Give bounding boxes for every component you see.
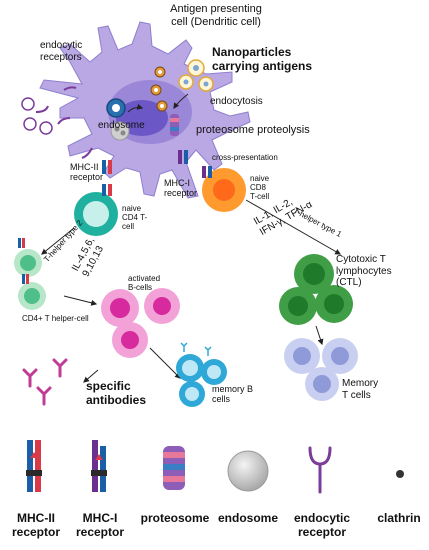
endosome-icon	[227, 450, 269, 492]
memory-b-cells	[176, 342, 227, 407]
legend-item-endocytic-receptor: endocytic receptor	[292, 511, 352, 540]
endocytic-receptor-icon	[308, 446, 332, 494]
endocytic-receptors	[57, 86, 93, 159]
naive-cd4-label-line1: naive	[122, 204, 142, 213]
mhc1-receptor-label-line2: receptor	[164, 188, 198, 199]
legend-item-clathrin: clathrin	[372, 511, 426, 526]
proteosome-proteolysis-label: proteosome proteolysis	[196, 124, 310, 136]
ctl-label: Cytotoxic T lymphocytes (CTL)	[336, 254, 392, 289]
memory-b-label-line1: memory B	[212, 384, 254, 394]
legend-item-mhc2: MHC-II receptor	[6, 511, 66, 540]
proteosome-cell	[110, 121, 130, 141]
nanoparticles-label: Nanoparticles carrying antigens	[212, 45, 313, 74]
mhc1-receptor-icon	[91, 440, 107, 492]
mhc1-receptor-label: MHC-I receptor	[164, 178, 197, 199]
bcell-activation-arrow	[63, 295, 98, 306]
apc-label: Antigen presenting cell (Dendritic cell)	[146, 3, 286, 28]
activated-b-cells	[101, 288, 180, 358]
legend-item-mhc1: MHC-I receptor	[70, 511, 130, 540]
naive-cd4-label-line3: cell	[122, 222, 135, 232]
endosome-label: endosome	[98, 120, 145, 131]
legend-proteosome-line1: proteosome	[140, 511, 210, 525]
memory-t-label-line1: Memory	[342, 378, 379, 389]
specific-antibodies-label: specific antibodies	[86, 379, 147, 408]
proteosome-in-cell	[170, 114, 179, 136]
activated-bcells-label: activated B-cells	[128, 274, 160, 292]
nanoparticles-label-line1: Nanoparticles	[212, 45, 292, 59]
ctl-label-line3: (CTL)	[336, 277, 362, 288]
specific-antibodies-label-line1: specific	[86, 379, 131, 393]
naive-cd8-label: naive CD8 T-cell	[250, 174, 269, 202]
naive-cd4-t-cell	[74, 184, 118, 236]
th2-cells	[14, 238, 46, 310]
legend-endosome-line1: endosome	[218, 511, 279, 525]
mhc2-receptor-label: MHC-II receptor	[70, 162, 103, 183]
nanoparticles	[21, 59, 214, 135]
memory-b-label-line2: cells	[212, 394, 231, 405]
legend-mhc1-line1: MHC-I	[82, 511, 118, 525]
apc-label-line1: Antigen presenting	[170, 3, 262, 15]
cross-presentation-label: cross-presentation	[212, 153, 278, 162]
specific-antibodies-label-line2: antibodies	[86, 392, 147, 407]
endocytosis-label: endocytosis	[210, 96, 263, 107]
mhc1-on-dc	[178, 150, 188, 164]
legend-item-endosome: endosome	[218, 511, 279, 526]
mhc1-receptor-label-line1: MHC-I	[164, 178, 190, 188]
naive-cd8-label-line3: T-cell	[250, 192, 270, 202]
activated-bcells-label-line1: activated	[128, 274, 161, 283]
th1-arrow	[245, 199, 342, 255]
legend-mhc2-line1: MHC-II	[17, 511, 55, 525]
activated-bcells-label-line2: B-cells	[128, 283, 153, 293]
legend-item-proteosome: proteosome	[140, 511, 210, 526]
th2-arrow	[41, 227, 75, 255]
endocytic-receptors-label: endocytic receptors	[40, 40, 82, 63]
apc-label-line2: cell (Dendritic cell)	[171, 15, 261, 28]
naive-cd8-label-line1: naive	[250, 174, 270, 183]
endosome-cell	[106, 98, 126, 118]
antibodies	[22, 358, 68, 406]
memory-b-arrow	[149, 347, 181, 379]
clathrin-icon	[396, 470, 404, 478]
legend-endocytic-receptor-line2: receptor	[297, 524, 347, 539]
memory-t-cells	[284, 338, 358, 401]
memory-t-arrow	[315, 325, 324, 346]
endocytic-receptors-label-line1: endocytic	[40, 40, 83, 51]
naive-cd8-label-line2: CD8	[250, 183, 267, 193]
naive-cd4-label: naive CD4 T- cell	[122, 204, 147, 232]
memory-b-label: memory B cells	[212, 384, 253, 405]
ctl-label-line2: lymphocytes	[336, 265, 392, 277]
cd4-helper-cell-label: CD4+ T helper-cell	[22, 314, 89, 323]
naive-cd8-t-cell	[202, 166, 246, 212]
mhc2-receptor-label-line1: MHC-II	[70, 162, 99, 172]
nanoparticles-label-line2: carrying antigens	[212, 58, 313, 73]
endocytosis-arrow	[173, 93, 189, 109]
naive-cd4-label-line2: CD4 T-	[122, 213, 148, 223]
mhc2-receptor-label-line2: receptor	[70, 172, 104, 183]
proteosome-icon	[163, 446, 185, 490]
antibody-arrow	[83, 369, 99, 383]
memory-t-label: Memory T cells	[342, 378, 378, 401]
legend-mhc2-line2: receptor	[11, 524, 61, 539]
mhc2-on-dc	[102, 160, 112, 174]
legend-mhc1-line2: receptor	[75, 524, 125, 539]
mhc2-receptor-icon	[26, 440, 42, 492]
ctl-label-line1: Cytotoxic T	[336, 254, 386, 265]
ctl-cells	[279, 254, 353, 325]
legend-endocytic-receptor-line1: endocytic	[293, 511, 350, 525]
memory-t-label-line2: T cells	[342, 389, 371, 401]
endosome-arrow	[127, 103, 144, 113]
legend-clathrin-line1: clathrin	[377, 511, 421, 525]
endocytic-receptors-label-line2: receptors	[40, 51, 82, 63]
